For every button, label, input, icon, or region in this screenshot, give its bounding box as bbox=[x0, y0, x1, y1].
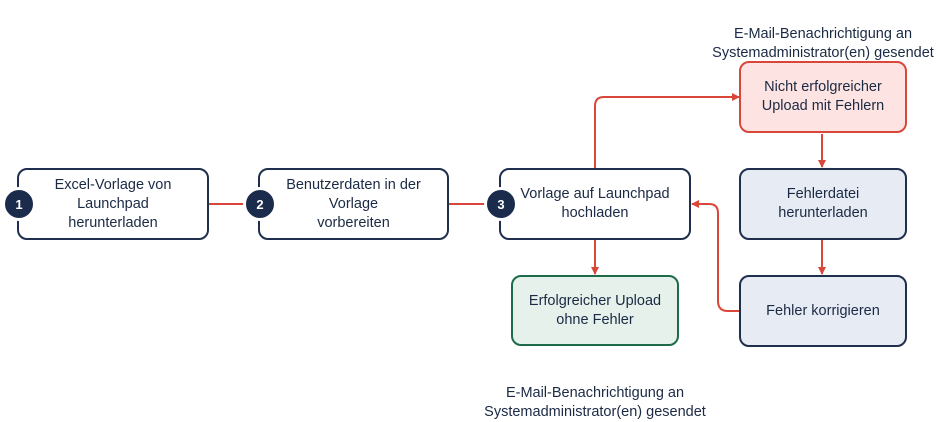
step-1-badge: 1 bbox=[2, 187, 36, 221]
success-outcome-box: Erfolgreicher Upload ohne Fehler bbox=[511, 275, 679, 346]
step-2-number: 2 bbox=[256, 196, 264, 212]
step-2-box: Benutzerdaten in der Vorlage vorbereiten bbox=[258, 168, 449, 240]
step-3-box: Vorlage auf Launchpad hochladen bbox=[499, 168, 691, 240]
email-notification-top: E-Mail-Benachrichtigung an Systemadminis… bbox=[700, 6, 943, 63]
download-error-file-label: Fehlerdatei herunterladen bbox=[778, 186, 868, 221]
connectors bbox=[209, 93, 826, 312]
email-notification-bottom-text: E-Mail-Benachrichtigung an Systemadminis… bbox=[484, 385, 706, 420]
arrow-fix-to-step3 bbox=[691, 200, 739, 312]
step-2-label: Benutzerdaten in der Vorlage vorbereiten bbox=[286, 176, 421, 231]
failure-outcome-label: Nicht erfolgreicher Upload mit Fehlern bbox=[761, 79, 885, 114]
step-3-label: Vorlage auf Launchpad hochladen bbox=[520, 186, 670, 221]
step-3-badge: 3 bbox=[484, 187, 518, 221]
step-1-box: Excel-Vorlage von Launchpad herunterlade… bbox=[17, 168, 209, 240]
step-1-number: 1 bbox=[15, 196, 23, 212]
step-1-label: Excel-Vorlage von Launchpad herunterlade… bbox=[54, 176, 172, 231]
fix-errors-box: Fehler korrigieren bbox=[739, 275, 907, 347]
failure-outcome-box: Nicht erfolgreicher Upload mit Fehlern bbox=[739, 61, 907, 133]
success-outcome-label: Erfolgreicher Upload ohne Fehler bbox=[528, 292, 662, 328]
email-notification-bottom: E-Mail-Benachrichtigung an Systemadminis… bbox=[472, 365, 718, 422]
email-notification-top-text: E-Mail-Benachrichtigung an Systemadminis… bbox=[712, 26, 934, 61]
arrow-step3-to-failure bbox=[594, 93, 740, 168]
step-2-badge: 2 bbox=[243, 187, 277, 221]
step-3-number: 3 bbox=[497, 196, 505, 212]
download-error-file-box: Fehlerdatei herunterladen bbox=[739, 168, 907, 240]
fix-errors-label: Fehler korrigieren bbox=[766, 302, 880, 319]
